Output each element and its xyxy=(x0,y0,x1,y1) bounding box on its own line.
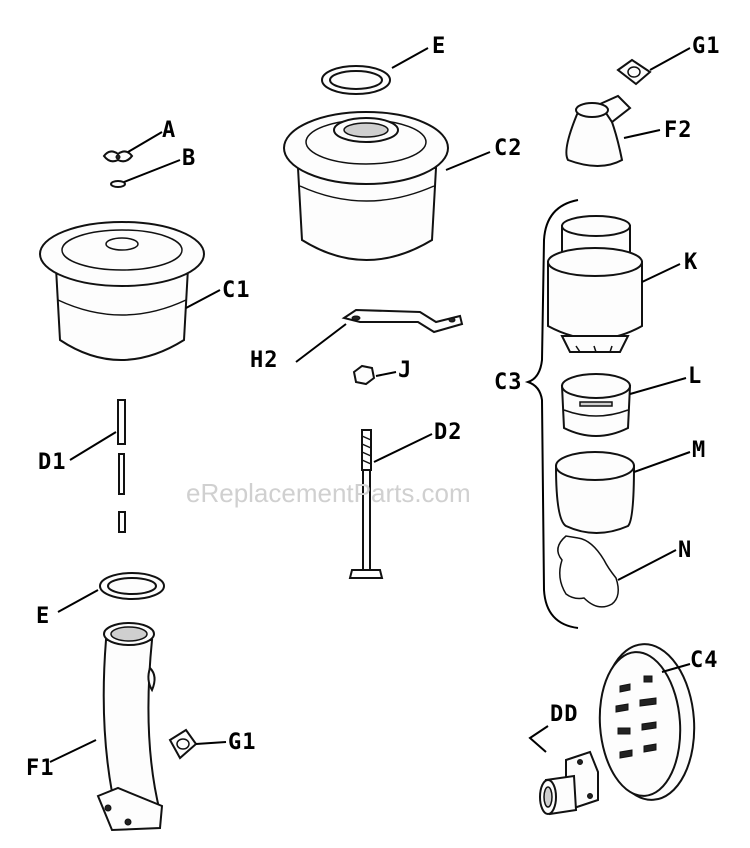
callout-b: B xyxy=(182,146,197,171)
part-n-seal xyxy=(557,535,619,608)
part-c1-air-cleaner-cover xyxy=(39,221,205,361)
leader-e-bottom xyxy=(57,589,99,613)
leader-g1-bottom xyxy=(195,741,227,745)
callout-c4: C4 xyxy=(690,648,719,673)
leader-d1 xyxy=(69,431,117,461)
leader-k xyxy=(641,263,681,283)
part-a-wing-nut xyxy=(102,150,134,163)
leader-c4 xyxy=(661,663,691,673)
part-d2-bolt xyxy=(348,429,384,579)
callout-k: K xyxy=(684,250,699,275)
part-dd-adapter xyxy=(539,750,599,816)
leader-a xyxy=(127,131,163,153)
callout-m: M xyxy=(692,438,707,463)
leader-c2 xyxy=(445,151,491,171)
leader-g1-top xyxy=(649,47,691,71)
part-b-washer xyxy=(110,180,126,188)
part-g1-gasket-bottom xyxy=(168,728,198,760)
leader-l xyxy=(629,377,687,395)
callout-e-bottom: E xyxy=(36,604,51,629)
part-l-precleaner-ring xyxy=(560,373,632,437)
callout-d2: D2 xyxy=(434,420,463,445)
part-e-gasket-bottom xyxy=(99,572,165,600)
callout-n: N xyxy=(678,538,693,563)
callout-f2: F2 xyxy=(664,118,693,143)
part-c2-air-cleaner-cover xyxy=(283,111,449,261)
callout-g1-top: G1 xyxy=(692,34,721,59)
callout-c3: C3 xyxy=(494,370,523,395)
leader-c1 xyxy=(185,289,221,309)
leader-d2 xyxy=(373,433,433,463)
leader-n xyxy=(617,549,677,581)
callout-g1-bottom: G1 xyxy=(228,730,257,755)
part-c3-brace xyxy=(524,199,579,629)
callout-dd: DD xyxy=(550,702,579,727)
part-c4-cover-disc xyxy=(598,643,696,801)
leader-f2 xyxy=(623,129,661,139)
part-j-nut xyxy=(352,364,376,386)
part-h2-bracket xyxy=(341,308,464,334)
leader-f1 xyxy=(49,739,97,763)
leader-j xyxy=(375,371,397,377)
leader-e-top xyxy=(391,47,429,69)
callout-j: J xyxy=(398,358,413,383)
part-f2-elbow xyxy=(565,94,632,167)
leader-m xyxy=(633,451,691,473)
callout-h2: H2 xyxy=(250,348,279,373)
watermark: eReplacementParts.com xyxy=(186,478,471,508)
part-d1-stud xyxy=(117,399,126,533)
callout-l: L xyxy=(688,364,703,389)
leader-dd xyxy=(528,725,549,753)
part-e-gasket-top xyxy=(321,65,391,95)
leader-b xyxy=(123,159,181,183)
part-m-filter-cup xyxy=(554,451,636,534)
callout-d1: D1 xyxy=(38,450,67,475)
part-k-filter-housing xyxy=(547,215,643,353)
callout-e-top: E xyxy=(432,34,447,59)
callout-c1: C1 xyxy=(222,278,251,303)
leader-lines xyxy=(49,47,691,763)
callout-a: A xyxy=(162,118,177,143)
leader-h2 xyxy=(295,323,347,363)
callout-f1: F1 xyxy=(26,756,55,781)
callout-c2: C2 xyxy=(494,136,523,161)
part-g1-gasket-top xyxy=(616,58,652,86)
part-f1-elbow-tube xyxy=(96,622,164,832)
